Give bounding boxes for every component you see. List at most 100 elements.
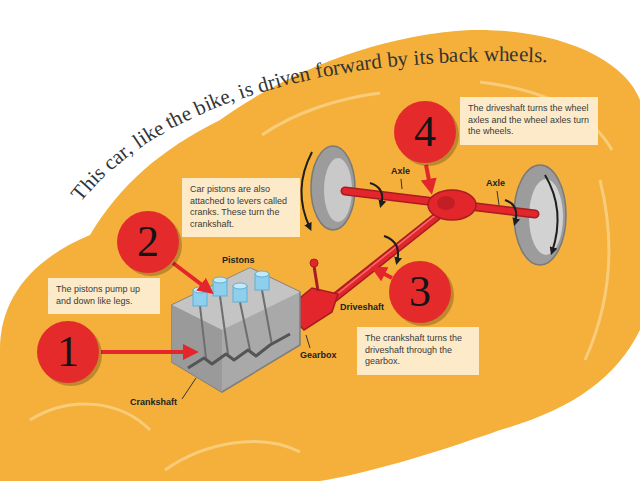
title-letter: b	[438, 45, 450, 67]
note-text: Car pistons are also attached to levers …	[190, 184, 292, 231]
title-letter: a	[353, 53, 365, 75]
note-text: The driveshaft turns the wheel axles and…	[468, 103, 590, 138]
title-letter: a	[107, 146, 127, 168]
title-letter	[250, 76, 261, 98]
note-text: The pistons pump up and down like legs.	[56, 284, 152, 307]
crankshaft	[188, 334, 290, 368]
title-letter	[478, 44, 484, 65]
title-letter: h	[499, 44, 510, 65]
callout-circle: 3	[389, 261, 451, 323]
part-label: Gearbox	[300, 350, 337, 361]
note-box: The pistons pump up and down like legs.	[48, 278, 160, 314]
title-letter: i	[412, 47, 419, 68]
title-letter: e	[509, 44, 519, 65]
title-letter	[308, 62, 317, 84]
title-letter: i	[201, 94, 214, 116]
title-letter	[95, 159, 113, 178]
note-text: The crankshaft turns the driveshaft thro…	[365, 333, 471, 368]
title-letter: r	[331, 57, 342, 79]
rotation-arrow	[301, 152, 557, 262]
car-body	[585, 180, 609, 360]
note-box: Car pistons are also attached to levers …	[182, 178, 300, 237]
title-letter	[433, 46, 439, 67]
title-letter: i	[236, 81, 248, 103]
callout-arrow	[426, 165, 431, 190]
title-letter	[186, 100, 200, 121]
engine-block	[172, 305, 222, 392]
gearbox	[310, 259, 318, 267]
title-letter: h	[167, 107, 186, 130]
title-letter: e	[177, 103, 194, 126]
callout-circle: 2	[117, 211, 179, 273]
pistons	[233, 283, 247, 289]
title-letter: e	[217, 86, 233, 109]
callout-arrow	[101, 350, 194, 354]
callout-number: 1	[57, 330, 79, 374]
rotation-arrow	[384, 236, 398, 262]
title-letter: o	[320, 58, 334, 81]
title-letter: f	[313, 60, 324, 82]
leader-line	[401, 179, 402, 189]
title-letter: ,	[120, 138, 137, 158]
title-letter: l	[528, 45, 534, 66]
title-letter: n	[298, 63, 313, 86]
part-label: Axle	[391, 166, 410, 177]
differential	[428, 190, 476, 220]
car-body	[0, 30, 640, 481]
crankshaft	[262, 290, 272, 345]
title-letter: d	[255, 73, 271, 96]
title-letter: c	[99, 152, 120, 174]
callout-number: 4	[414, 110, 436, 154]
differential	[437, 196, 455, 210]
engine-block	[172, 268, 300, 392]
title-letter: i	[272, 70, 283, 92]
title-letter: t	[418, 47, 425, 68]
rotation-arrow	[505, 200, 516, 223]
title-letter: s	[534, 45, 543, 66]
part-label: Pistons	[222, 255, 255, 266]
title-letter: e	[519, 44, 529, 65]
title-letter: s	[242, 78, 256, 100]
title-letter: i	[84, 168, 103, 187]
car-body	[262, 93, 380, 135]
pistons	[213, 277, 227, 283]
leader-line	[497, 191, 499, 205]
callout-disc	[37, 321, 99, 383]
title-letter: ,	[226, 84, 238, 106]
title-letter: t	[162, 112, 177, 133]
title-letter: r	[363, 52, 373, 74]
title-letter: k	[468, 44, 479, 65]
title-letter: k	[139, 122, 159, 145]
part-label: Axle	[486, 178, 505, 189]
callout-arrow	[101, 165, 431, 352]
part-label: Driveshaft	[340, 302, 384, 313]
title-letter	[157, 115, 172, 136]
title-letter: h	[77, 173, 100, 195]
title-letter: e	[149, 117, 168, 140]
leader-line	[306, 335, 310, 348]
title-letter: i	[134, 128, 150, 149]
crankshaft	[220, 296, 228, 354]
rotation-arrow	[301, 152, 312, 228]
callout-circle: 4	[394, 101, 456, 163]
rotation-arrow	[370, 183, 382, 205]
crankshaft	[240, 302, 250, 350]
title-letter: l	[129, 131, 146, 152]
title-letter: T	[68, 181, 92, 204]
title-letter	[125, 135, 141, 155]
callout-arrow	[173, 263, 210, 291]
title-letter: c	[458, 45, 468, 66]
title-letter: k	[206, 90, 224, 113]
rotation-arrow	[545, 175, 558, 252]
callout-number: 3	[409, 270, 431, 314]
callout-disc	[389, 261, 451, 323]
callout-arrow	[375, 269, 392, 278]
title-letter	[381, 50, 389, 71]
title-letter: d	[370, 51, 383, 73]
title-letter: s	[89, 162, 109, 183]
callout-number: 2	[137, 220, 159, 264]
gearbox	[314, 266, 318, 291]
differential	[428, 190, 476, 220]
